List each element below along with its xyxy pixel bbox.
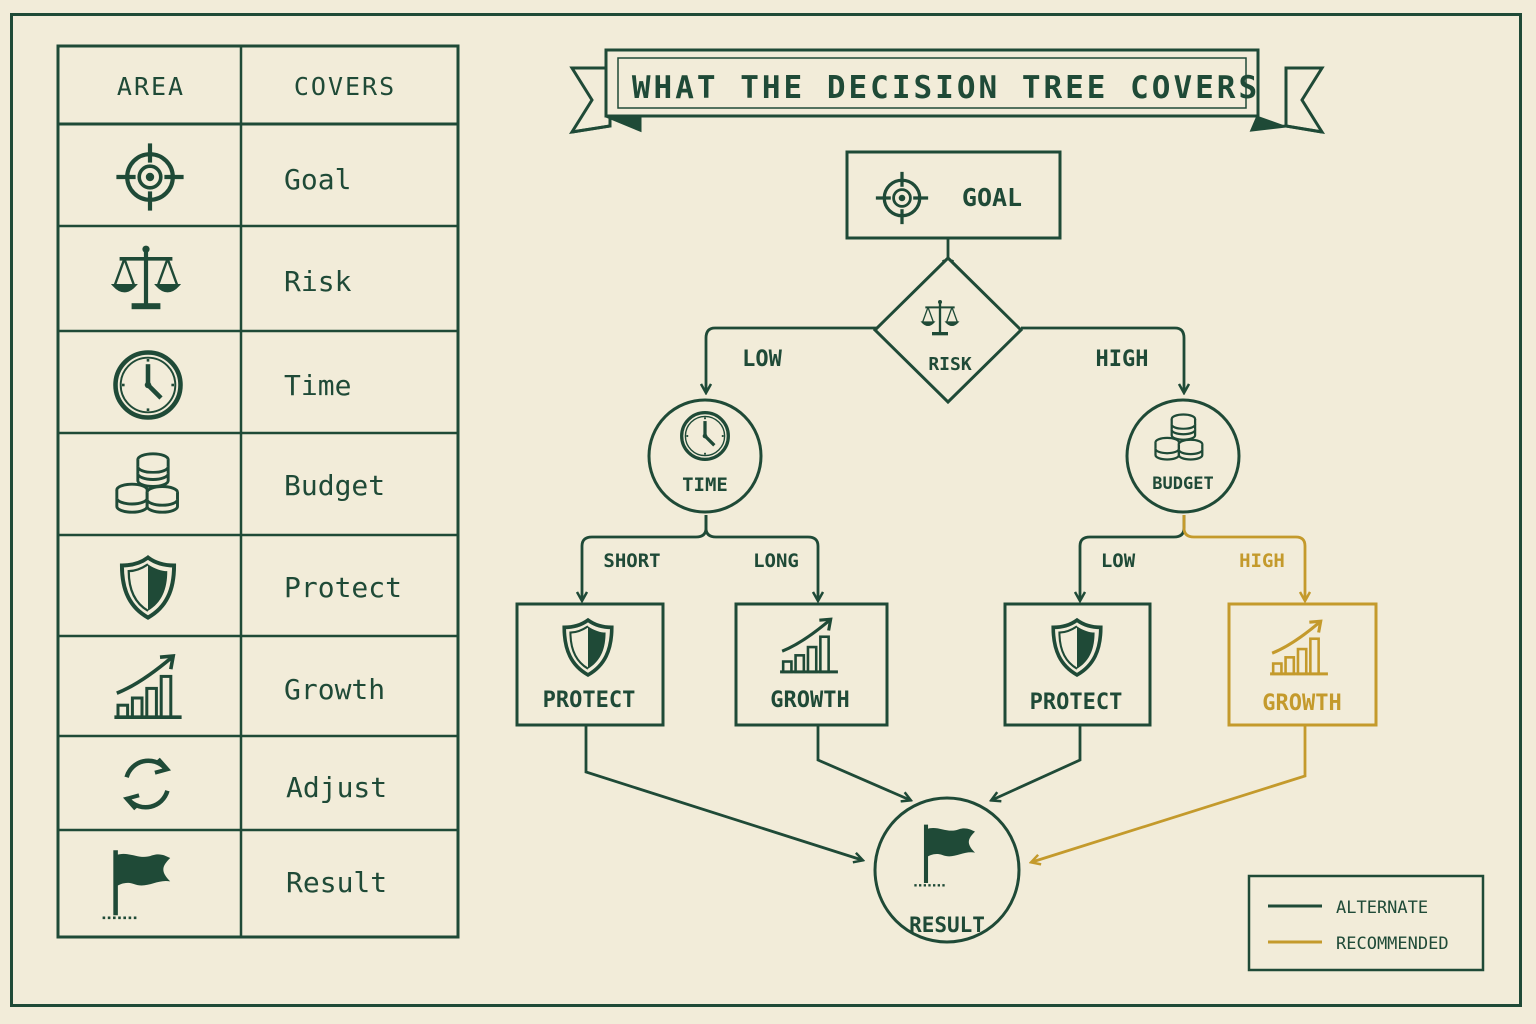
leaf-growth-high: GROWTH xyxy=(1227,602,1378,727)
page-title: WHAT THE DECISION TREE COVERS xyxy=(632,70,1260,106)
edge-label-risk-high: HIGH xyxy=(1096,347,1149,372)
node-risk-label: RISK xyxy=(928,354,972,375)
title-banner xyxy=(568,48,1326,135)
node-result-label: RESULT xyxy=(909,913,985,937)
legend: ALTERNATE RECOMMENDED xyxy=(1247,874,1485,972)
node-goal: GOAL xyxy=(845,150,1062,240)
table-header-covers: COVERS xyxy=(294,72,396,101)
flag-icon xyxy=(103,850,171,918)
node-goal-label: GOAL xyxy=(962,183,1022,212)
node-budget-label: BUDGET xyxy=(1152,474,1213,494)
leaf-protect-low-label: PROTECT xyxy=(1030,690,1123,715)
node-risk: RISK xyxy=(872,255,1024,405)
row-label-adjust: Adjust xyxy=(286,771,387,804)
edge-label-budget-high: HIGH xyxy=(1239,550,1285,572)
leaf-protect-short-label: PROTECT xyxy=(543,688,636,713)
edge-label-time-long: LONG xyxy=(753,550,799,572)
node-time-label: TIME xyxy=(682,474,728,496)
node-budget: BUDGET xyxy=(1125,398,1241,514)
leaf-protect-low: PROTECT xyxy=(1003,602,1152,727)
tree-edges xyxy=(582,238,1305,862)
edge-label-time-short: SHORT xyxy=(603,550,660,572)
legend-label-alternate: ALTERNATE xyxy=(1336,898,1428,918)
legend-label-recommended: RECOMMENDED xyxy=(1336,934,1449,954)
edge-label-risk-low: LOW xyxy=(742,347,782,372)
row-label-result: Result xyxy=(286,866,387,899)
shield-icon xyxy=(119,555,177,620)
row-label-goal: Goal xyxy=(284,163,351,196)
clock-icon xyxy=(116,353,181,418)
leaf-protect-short: PROTECT xyxy=(515,602,665,727)
leaf-growth-long-label: GROWTH xyxy=(770,688,849,713)
coins-icon xyxy=(115,452,180,514)
leaf-growth-high-label: GROWTH xyxy=(1262,691,1341,716)
outer-frame xyxy=(10,13,1522,1007)
scales-icon xyxy=(114,246,179,310)
growth-chart-icon xyxy=(112,654,184,720)
node-result: RESULT xyxy=(873,796,1021,944)
leaf-growth-long: GROWTH xyxy=(734,602,889,727)
edge-label-budget-low: LOW xyxy=(1101,550,1136,572)
row-label-protect: Protect xyxy=(284,571,402,604)
area-table xyxy=(56,44,460,939)
cycle-arrows-icon xyxy=(127,759,168,809)
row-label-risk: Risk xyxy=(284,265,352,298)
table-header-area: AREA xyxy=(117,72,185,101)
row-label-growth: Growth xyxy=(284,673,385,706)
target-icon xyxy=(116,143,183,210)
node-time: TIME xyxy=(647,398,763,514)
row-label-time: Time xyxy=(284,369,351,402)
row-label-budget: Budget xyxy=(284,469,385,502)
